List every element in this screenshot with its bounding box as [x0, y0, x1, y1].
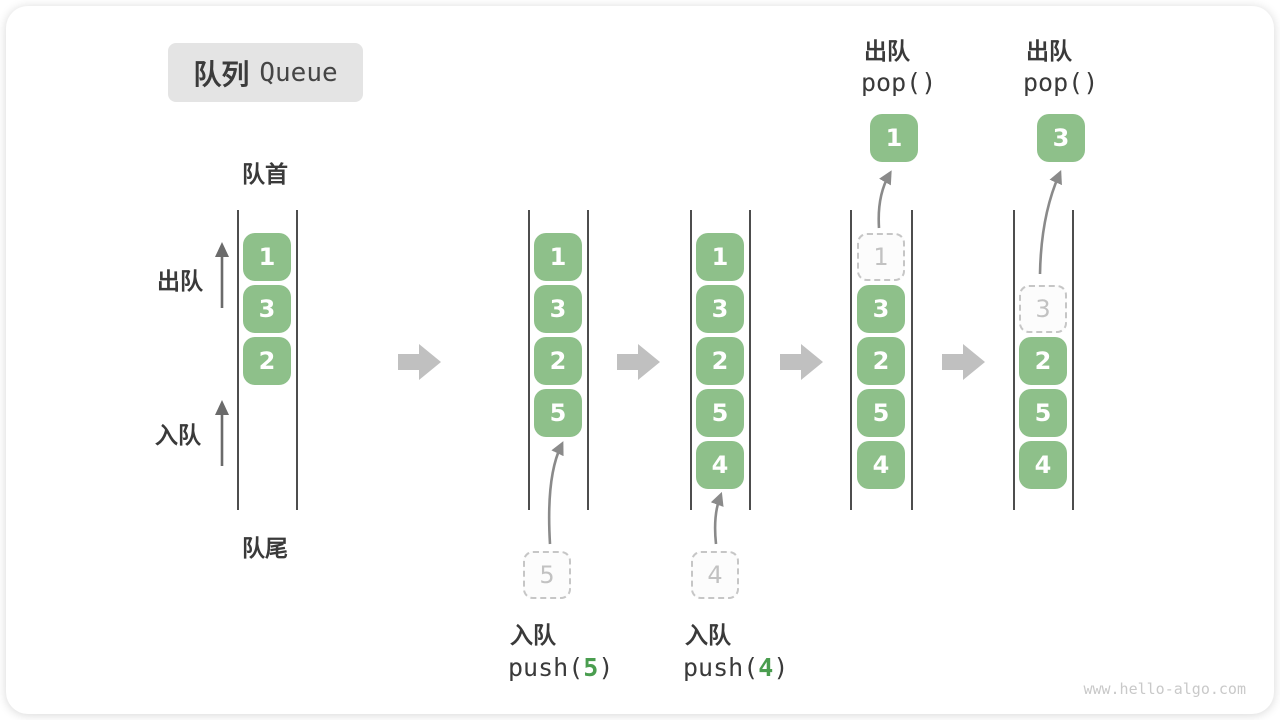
label-enqueue-left: 入队	[155, 422, 201, 448]
label-dequeue-left: 出队	[157, 268, 203, 294]
queue-wall	[1013, 210, 1015, 510]
code-arg: 4	[758, 653, 774, 682]
queue-cell: 2	[696, 337, 744, 385]
queue-cell: 1	[534, 233, 582, 281]
label-enqueue-op: 入队	[685, 622, 731, 648]
enqueue-curved-arrow-icon	[547, 441, 564, 545]
label-queue-rear: 队尾	[242, 535, 288, 561]
incoming-cell: 4	[691, 551, 739, 599]
incoming-cell: 5	[523, 551, 571, 599]
queue-wall	[850, 210, 852, 510]
queue-wall	[749, 210, 751, 510]
title-zh: 队列	[193, 58, 250, 90]
code-text: push(	[683, 653, 759, 682]
queue-cell: 4	[857, 441, 905, 489]
queue-cell: 2	[534, 337, 582, 385]
dequeue-curved-arrow-icon	[1038, 170, 1062, 275]
next-state-arrow-icon	[780, 344, 823, 380]
next-state-arrow-icon	[398, 344, 441, 380]
label-queue-front: 队首	[242, 161, 288, 187]
queue-cell: 5	[696, 389, 744, 437]
queue-cell: 2	[243, 337, 291, 385]
popped-cell: 1	[870, 114, 918, 162]
code-arg: 5	[583, 653, 599, 682]
pop-code-label: pop()	[1023, 68, 1099, 97]
enqueue-up-arrow-icon	[215, 400, 229, 466]
queue-cell: 3	[534, 285, 582, 333]
queue-wall	[296, 210, 298, 510]
code-text: push(	[508, 653, 584, 682]
watermark: www.hello-algo.com	[1083, 680, 1246, 698]
label-enqueue-op: 入队	[510, 622, 556, 648]
removed-cell: 3	[1019, 285, 1067, 333]
queue-cell: 2	[857, 337, 905, 385]
label-dequeue-op: 出队	[1026, 38, 1072, 64]
queue-cell: 3	[243, 285, 291, 333]
queue-cell: 5	[857, 389, 905, 437]
queue-cell: 5	[1019, 389, 1067, 437]
next-state-arrow-icon	[617, 344, 660, 380]
queue-wall	[587, 210, 589, 510]
queue-cell: 1	[696, 233, 744, 281]
queue-cell: 3	[696, 285, 744, 333]
code-text: )	[598, 653, 614, 682]
dequeue-curved-arrow-icon	[877, 170, 892, 229]
queue-cell: 5	[534, 389, 582, 437]
queue-wall	[911, 210, 913, 510]
dequeue-up-arrow-icon	[215, 242, 229, 308]
enqueue-curved-arrow-icon	[710, 491, 724, 545]
title-badge: 队列 Queue	[168, 43, 363, 102]
pop-code-label: pop()	[861, 68, 937, 97]
queue-wall	[237, 210, 239, 510]
queue-cell: 2	[1019, 337, 1067, 385]
queue-cell: 3	[857, 285, 905, 333]
queue-cell: 4	[696, 441, 744, 489]
queue-wall	[1072, 210, 1074, 510]
queue-cell: 1	[243, 233, 291, 281]
next-state-arrow-icon	[942, 344, 985, 380]
removed-cell: 1	[857, 233, 905, 281]
label-dequeue-op: 出队	[864, 38, 910, 64]
title-en: Queue	[259, 57, 338, 88]
popped-cell: 3	[1037, 114, 1085, 162]
push-code-label: push(5)	[508, 653, 613, 682]
code-text: )	[773, 653, 789, 682]
queue-cell: 4	[1019, 441, 1067, 489]
push-code-label: push(4)	[683, 653, 788, 682]
queue-wall	[690, 210, 692, 510]
queue-wall	[528, 210, 530, 510]
